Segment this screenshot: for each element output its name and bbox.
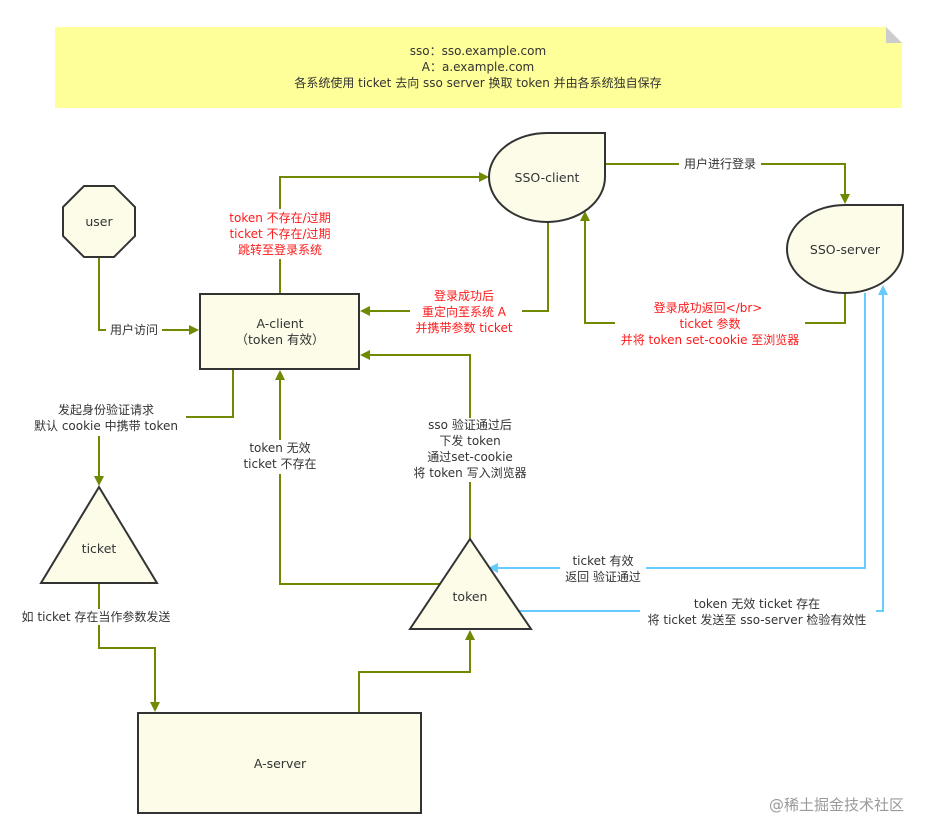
node-sso-server: SSO-server [785,204,904,295]
edge-label-line-1: 发起身份验证请求 [58,402,154,417]
edge-label-line-3: 跳转至登录系统 [238,242,322,257]
edge-token-invalid: token 无效 ticket 不存在 [240,370,441,585]
node-label: SSO-server [810,242,881,257]
edge-label: 如 ticket 存在当作参数发送 [22,609,171,624]
edge-line [98,583,160,712]
rect-shape [199,293,360,370]
edge-login-redirect: 登录成功后 重定向至系统 A 并携带参数 ticket [360,222,549,337]
edge-line [358,630,475,713]
edge-label-line-2: ticket 参数 [679,316,740,331]
node-label: ticket [82,541,117,556]
edge-label-line-2: 下发 token [439,433,500,448]
edge-label-line-2: ticket 不存在 [243,457,316,471]
edge-user-login: 用户进行登录 [605,156,850,204]
edge-label-line-1: ticket 有效 [572,553,633,568]
node-token: token [408,537,533,630]
edge-label-line-2: 默认 cookie 中携带 token [34,418,178,433]
edge-ticket-check: token 无效 ticket 存在 将 ticket 发送至 sso-serv… [519,285,888,630]
node-label: token [453,589,488,604]
edge-label-line-1: 登录成功返回</br> [654,300,763,315]
node-label-line-2: （token 有效） [236,332,325,347]
edge-label-line-1: 登录成功后 [434,288,494,303]
note-line-2: A：a.example.com [422,60,534,74]
watermark: @稀土掘金技术社区 [769,796,904,814]
node-sso-client: SSO-client [487,132,606,224]
node-label: A-server [254,756,307,771]
edge-label-line-2: 重定向至系统 A [422,304,507,319]
edge-label-line-2: 返回 验证通过 [565,569,641,584]
edge-label-line-4: 将 token 写入浏览器 [413,465,526,480]
edge-label-line-3: 并将 token set-cookie 至浏览器 [621,332,800,347]
edge-label: 用户访问 [110,322,158,337]
edge-label-line-1: sso 验证通过后 [428,417,512,432]
edge-ticket-send: 如 ticket 存在当作参数发送 [14,583,178,712]
edge-line [98,257,199,335]
edge-label-line-1: token 不存在/过期 [229,211,330,225]
edge-label-line-2: ticket 不存在/过期 [229,227,330,241]
edge-server-to-token [358,630,475,713]
node-a-client: A-client （token 有效） [199,293,360,370]
edge-sso-verified: sso 验证通过后 下发 token 通过set-cookie 将 token … [360,350,534,539]
note-fold-icon [886,27,902,43]
node-label: user [85,214,113,229]
edge-label-line-2: 将 ticket 发送至 sso-server 检验有效性 [648,612,867,627]
note-line-1: sso：sso.example.com [410,44,546,58]
edge-auth-request: 发起身份验证请求 默认 cookie 中携带 token [28,369,234,486]
edge-login-return: 登录成功返回</br> ticket 参数 并将 token set-cooki… [580,211,846,349]
teardrop-shape [487,132,606,224]
rect-shape [137,712,422,814]
node-user: user [62,185,136,258]
edge-label-line-3: 通过set-cookie [427,450,513,464]
node-label-line-1: A-client [256,316,303,331]
edge-to-sso-client: token 不存在/过期 ticket 不存在/过期 跳转至登录系统 [222,172,489,294]
triangle-shape [39,485,159,584]
note-line-3: 各系统使用 ticket 去向 sso server 换取 token 并由各系… [294,75,661,90]
octagon-shape [62,185,136,258]
node-ticket: ticket [39,485,159,584]
note-shape [55,27,902,108]
edge-label-line-1: token 无效 [249,440,310,455]
node-a-server: A-server [137,712,422,814]
edge-user-visit: 用户访问 [98,257,199,338]
edge-label-line-1: token 无效 ticket 存在 [694,596,820,611]
triangle-shape [408,537,533,630]
node-label: SSO-client [515,170,580,185]
edge-ticket-valid: ticket 有效 返回 验证通过 [488,293,866,587]
edge-label-line-3: 并携带参数 ticket [415,320,512,335]
info-note: sso：sso.example.com A：a.example.com 各系统使… [55,27,902,108]
teardrop-shape [785,204,904,295]
edge-label: 用户进行登录 [684,156,756,171]
